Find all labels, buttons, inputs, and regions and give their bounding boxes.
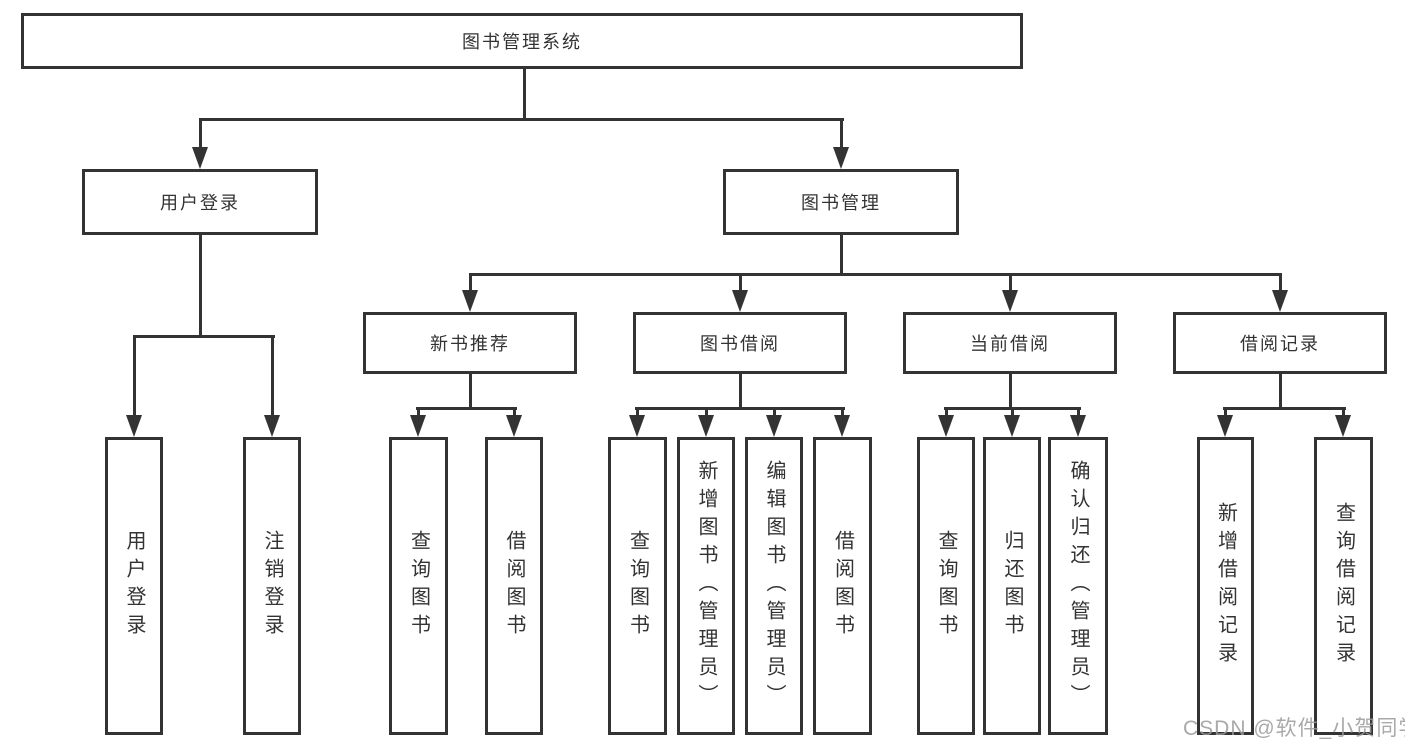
connector-line (739, 275, 742, 292)
connector-line (271, 337, 274, 416)
leaf-cb-confirm-return-admin: 确认归还（管理员） (1048, 437, 1108, 735)
connector-line (523, 69, 526, 121)
connector-line (469, 275, 472, 292)
leaf-nbr-query-books: 查询图书 (389, 437, 448, 735)
arrowhead-icon (834, 415, 850, 437)
node-book-management: 图书管理 (723, 169, 959, 235)
arrowhead-icon (1070, 415, 1086, 437)
arrowhead-icon (462, 290, 478, 312)
arrowhead-icon (766, 415, 782, 437)
arrowhead-icon (1002, 290, 1018, 312)
csdn-watermark: CSDN @软件_小贺同学 (1183, 717, 1405, 740)
leaf-cb-query-books: 查询图书 (917, 437, 975, 735)
node-current-borrow: 当前借阅 (903, 312, 1117, 374)
arrowhead-icon (1004, 415, 1020, 437)
leaf-bb-borrow-books: 借阅图书 (813, 437, 872, 735)
node-user-login: 用户登录 (82, 169, 318, 235)
leaf-cb-return-books: 归还图书 (983, 437, 1041, 735)
connector-line (1224, 409, 1227, 417)
connector-line (945, 409, 948, 417)
node-borrow-records: 借阅记录 (1173, 312, 1387, 374)
connector-line (133, 335, 275, 338)
leaf-nbr-borrow-books: 借阅图书 (485, 437, 543, 735)
arrowhead-icon (1217, 415, 1233, 437)
leaf-br-query-record: 查询借阅记录 (1314, 437, 1373, 735)
arrowhead-icon (410, 415, 426, 437)
connector-line (840, 235, 843, 276)
leaf-bb-add-books-admin: 新增图书（管理员） (677, 437, 735, 735)
arrowhead-icon (264, 415, 280, 437)
node-book-borrow: 图书借阅 (633, 312, 847, 374)
connector-line (133, 337, 136, 416)
node-root: 图书管理系统 (21, 13, 1023, 69)
arrowhead-icon (732, 290, 748, 312)
connector-line (199, 235, 202, 338)
arrowhead-icon (1335, 415, 1351, 437)
connector-line (469, 374, 472, 410)
connector-line (841, 409, 844, 417)
connector-line (635, 407, 845, 410)
arrowhead-icon (1272, 290, 1288, 312)
connector-line (636, 409, 639, 417)
connector-line (513, 409, 516, 417)
connector-line (1009, 374, 1012, 410)
connector-line (773, 409, 776, 417)
connector-line (416, 407, 517, 410)
leaf-user-login: 用户登录 (105, 437, 163, 735)
connector-line (1011, 409, 1014, 417)
connector-line (840, 120, 843, 148)
connector-line (944, 407, 1081, 410)
connector-line (1279, 275, 1282, 292)
connector-line (1223, 407, 1346, 410)
connector-line (739, 374, 742, 410)
arrowhead-icon (629, 415, 645, 437)
arrowhead-icon (126, 415, 142, 437)
leaf-logout: 注销登录 (243, 437, 301, 735)
connector-line (1077, 409, 1080, 417)
connector-line (469, 273, 1282, 276)
arrowhead-icon (938, 415, 954, 437)
leaf-br-add-record: 新增借阅记录 (1197, 437, 1254, 735)
connector-line (705, 409, 708, 417)
node-new-book-recommend: 新书推荐 (363, 312, 577, 374)
connector-line (1279, 374, 1282, 410)
connector-line (1342, 409, 1345, 417)
arrowhead-icon (698, 415, 714, 437)
leaf-bb-query-books: 查询图书 (608, 437, 667, 735)
leaf-bb-edit-books-admin: 编辑图书（管理员） (745, 437, 803, 735)
connector-line (199, 118, 844, 121)
arrowhead-icon (192, 147, 208, 169)
arrowhead-icon (833, 147, 849, 169)
connector-line (417, 409, 420, 417)
connector-line (199, 120, 202, 148)
connector-line (1009, 275, 1012, 292)
arrowhead-icon (506, 415, 522, 437)
